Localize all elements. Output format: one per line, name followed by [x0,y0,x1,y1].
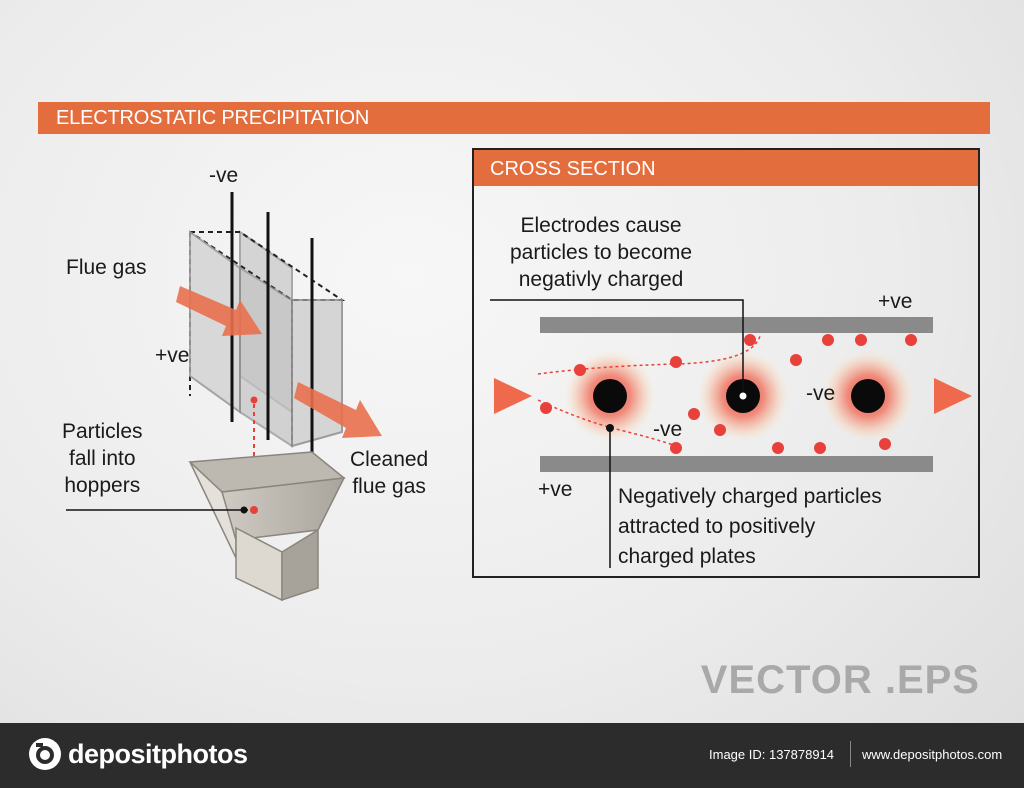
neg-label-right: -ve [806,382,836,405]
image-id: Image ID: 137878914 [709,747,835,762]
neg-electrode-label: -ve [209,164,239,187]
electrodes-leader-line [490,299,744,392]
page-title: ELECTROSTATIC PRECIPITATION [56,107,370,129]
site-link[interactable]: www.depositphotos.com [862,747,1003,762]
electrodes-note: Electrodes cause particles to become neg… [510,214,693,291]
gas-flow-arrow-out [934,378,972,414]
electrode-3 [851,379,885,413]
precipitator-illustration [66,192,382,602]
charged-particles [540,334,917,454]
vector-eps-label: VECTOR .EPS [700,658,980,702]
camera-logo-icon [29,738,61,770]
footer-bar: depositphotos Image ID: 137878914 www.de… [0,723,1024,788]
neg-label-mid: -ve [653,418,683,441]
cross-section-panel: CROSS SECTION [472,148,980,578]
flue-gas-arrow [176,286,262,336]
cross-section-header: CROSS SECTION [474,150,978,186]
footer-divider [850,741,851,767]
particles-fall-label: Particles fall into hoppers [62,420,143,497]
main-title-bar: ELECTROSTATIC PRECIPITATION [38,102,990,134]
collector-plate-right [291,299,343,448]
cleaned-gas-arrow [294,382,382,438]
pos-bottom-label: +ve [538,478,573,501]
positive-plate-bottom [540,456,933,472]
electrode-1 [593,379,627,413]
cleaned-gas-label: Cleaned flue gas [350,448,429,498]
flue-gas-label: Flue gas [66,256,147,279]
cross-section-graphics [490,299,972,568]
gas-flow-arrow-in [494,378,532,414]
pos-plate-label: +ve [155,344,190,367]
positive-plate-top [540,317,933,333]
pos-top-label: +ve [878,290,913,313]
attracted-note: Negatively charged particles attracted t… [618,485,882,568]
logo-text: depositphotos [68,738,248,769]
depositphotos-logo[interactable]: depositphotos [28,737,248,771]
